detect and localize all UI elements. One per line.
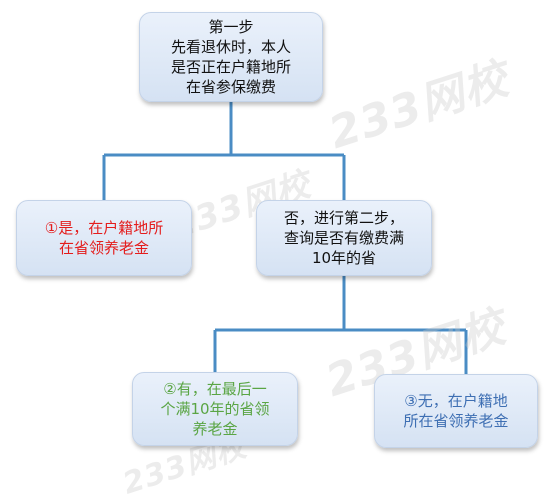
- node-no-line: 否，进行第二步，: [283, 209, 404, 227]
- node-case2-line: ②有，在最后一: [163, 380, 267, 398]
- node-no-line: 10年的省: [311, 249, 377, 267]
- node-case2-result: ②有，在最后一 个满10年的省领 养老金: [132, 372, 298, 446]
- node-no-line: 查询是否有缴费满: [283, 229, 404, 247]
- node-case3-result: ③无，在户籍地 所在省领养老金: [374, 374, 538, 448]
- node-case3-line: ③无，在户籍地: [404, 392, 508, 410]
- node-no-step2: 否，进行第二步， 查询是否有缴费满 10年的省: [256, 200, 432, 276]
- node-yes-line: ①是，在户籍地所: [44, 219, 164, 237]
- node-yes-line: 在省领养老金: [58, 239, 149, 257]
- node-step1-line: 在省参保缴费: [185, 78, 276, 96]
- node-case2-line: 养老金: [192, 420, 238, 438]
- node-step1-line: 第一步: [208, 18, 254, 36]
- node-case2-line: 个满10年的省领: [160, 400, 270, 418]
- node-case3-line: 所在省领养老金: [403, 412, 509, 430]
- node-step1: 第一步 先看退休时，本人 是否正在户籍地所 在省参保缴费: [139, 12, 323, 102]
- connector-lines: [102, 102, 468, 374]
- node-step1-line: 先看退休时，本人: [170, 38, 291, 56]
- node-step1-line: 是否正在户籍地所: [170, 58, 291, 76]
- node-yes-result: ①是，在户籍地所 在省领养老金: [16, 200, 192, 276]
